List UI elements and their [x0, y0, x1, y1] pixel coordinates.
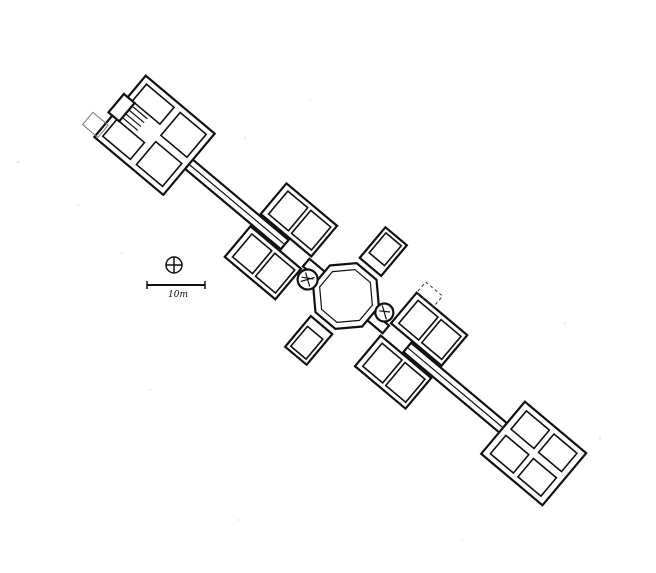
scale-bar-label: 10m — [168, 290, 188, 300]
hub-room-ne — [358, 225, 409, 278]
pavilion-mid-south — [353, 281, 469, 411]
scale-bar: 10m — [146, 281, 206, 300]
pavilion-mid-north — [223, 181, 339, 301]
north-arrow-icon — [165, 256, 183, 274]
central-hub — [311, 261, 381, 331]
hub-room-sw — [283, 314, 334, 367]
pavilion-end-north — [81, 74, 217, 197]
paper-speckles — [17, 99, 601, 541]
spiral-stair-west — [296, 268, 319, 291]
spiral-stair-east — [374, 302, 395, 323]
building-plan — [81, 74, 588, 507]
pavilion-end-south — [479, 400, 588, 507]
